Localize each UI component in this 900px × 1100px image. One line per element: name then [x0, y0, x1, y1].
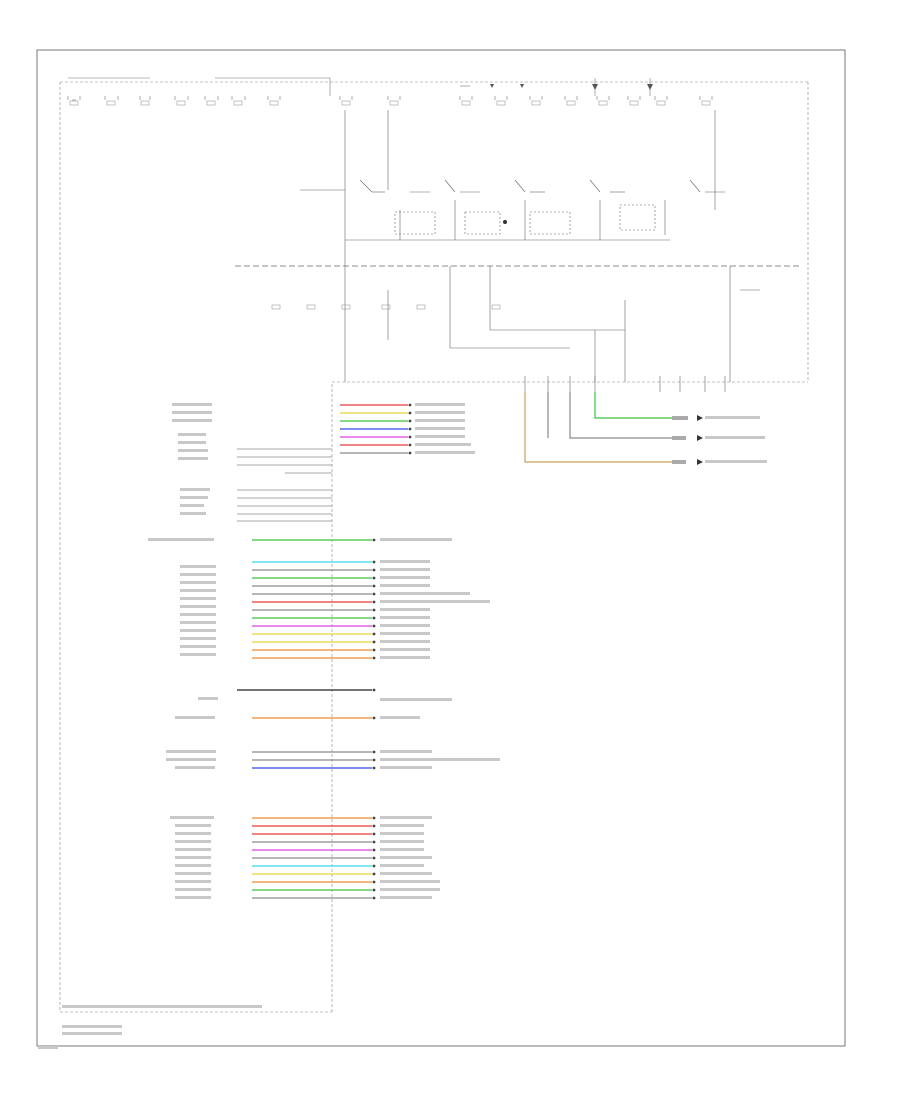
diagram-frame	[36, 49, 846, 1047]
right-arrowheads	[697, 415, 703, 465]
module-box	[59, 81, 809, 1013]
caption-marks	[38, 1005, 262, 1049]
right-outgoing-wires	[524, 392, 672, 463]
upper-wire-arrowheads	[408, 403, 412, 455]
module-connector-pins	[524, 376, 726, 392]
left-label-marks	[148, 403, 218, 899]
top-fuse-row	[67, 96, 713, 101]
right-wire-tags	[672, 416, 688, 464]
junction-dot	[503, 220, 507, 224]
top-arrows	[490, 84, 653, 90]
middle-fuse-boxes	[271, 304, 501, 310]
right-label-marks	[380, 403, 767, 899]
lower-wire-bundle	[237, 539, 372, 899]
upper-wire-bundle	[340, 404, 408, 454]
top-feed-lines	[68, 77, 651, 96]
top-fuse-boxes	[69, 100, 711, 106]
lower-wire-arrowheads	[372, 538, 376, 900]
left-gray-wires	[237, 448, 332, 522]
middle-section	[344, 266, 760, 382]
switch-section	[300, 110, 725, 266]
